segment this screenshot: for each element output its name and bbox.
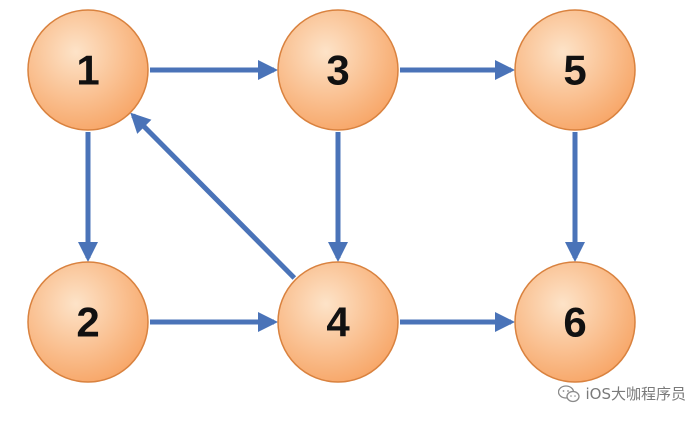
node-6: 6 bbox=[514, 261, 636, 383]
watermark: iOS大咖程序员 bbox=[557, 383, 687, 404]
node-4: 4 bbox=[277, 261, 399, 383]
node-label: 5 bbox=[563, 47, 586, 94]
node-circle bbox=[277, 9, 399, 131]
node-label: 1 bbox=[76, 47, 99, 94]
nodes-layer: 1 2 3 4 5 6 bbox=[27, 9, 636, 383]
wechat-icon bbox=[557, 384, 580, 402]
node-1: 1 bbox=[27, 9, 149, 131]
node-circle bbox=[27, 9, 149, 131]
node-label: 4 bbox=[326, 299, 350, 346]
node-label: 3 bbox=[326, 47, 349, 94]
watermark-text: iOS大咖程序员 bbox=[585, 385, 687, 403]
node-circle bbox=[27, 261, 149, 383]
node-3: 3 bbox=[277, 9, 399, 131]
node-label: 6 bbox=[563, 299, 586, 346]
edges-layer bbox=[78, 60, 585, 332]
node-circle bbox=[514, 9, 636, 131]
node-2: 2 bbox=[27, 261, 149, 383]
node-circle bbox=[277, 261, 399, 383]
node-label: 2 bbox=[76, 299, 99, 346]
node-5: 5 bbox=[514, 9, 636, 131]
node-circle bbox=[514, 261, 636, 383]
edge-4-to-1 bbox=[130, 112, 297, 280]
